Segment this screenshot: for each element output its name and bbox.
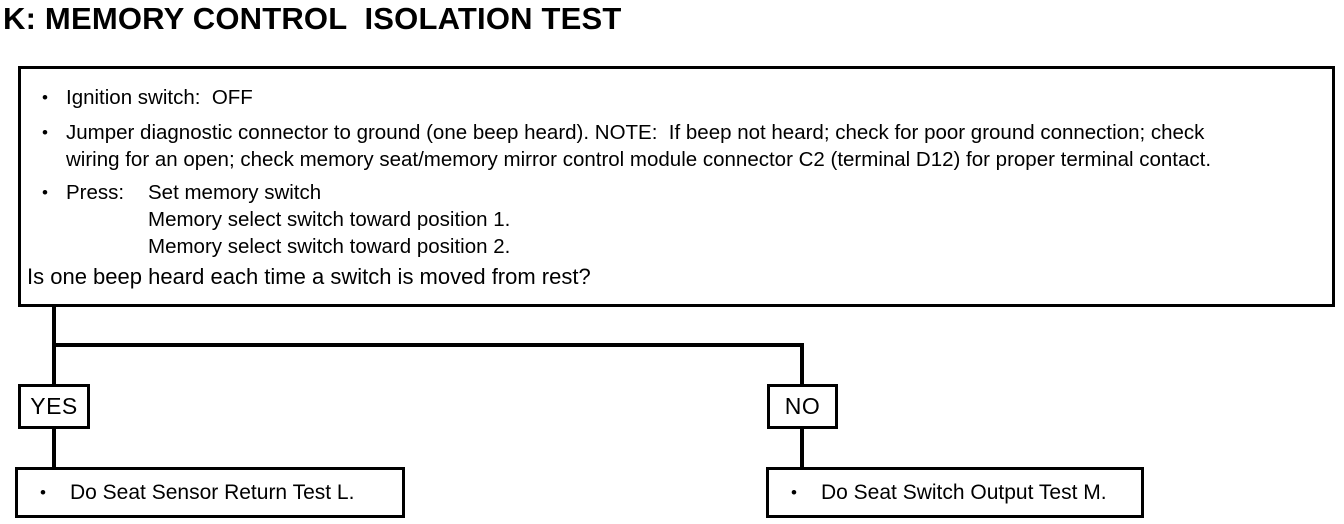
press-switch-list: Set memory switch Memory select switch t… xyxy=(148,179,510,260)
procedure-step-ignition: • Ignition switch: OFF xyxy=(42,84,253,111)
press-label: Press: xyxy=(66,181,125,204)
no-label: NO xyxy=(784,393,821,419)
bullet-icon: • xyxy=(791,483,797,502)
yes-label: YES xyxy=(30,393,78,419)
step-text-lines: Jumper diagnostic connector to ground (o… xyxy=(66,119,1211,173)
step-text-line: Jumper diagnostic connector to ground (o… xyxy=(66,121,1205,144)
connector-no-to-action xyxy=(800,426,804,470)
yes-box: YES xyxy=(18,384,90,429)
press-switch-item: Memory select switch toward position 2. xyxy=(148,235,511,258)
no-action-box: • Do Seat Switch Output Test M. xyxy=(766,467,1144,518)
procedure-step-press: • Press: Set memory switch Memory select… xyxy=(42,179,510,260)
page-title: K: MEMORY CONTROL ISOLATION TEST xyxy=(3,1,622,36)
no-box: NO xyxy=(767,384,838,429)
connector-vertical-no xyxy=(800,343,804,387)
no-action-text: Do Seat Switch Output Test M. xyxy=(821,480,1107,504)
bullet-icon: • xyxy=(42,88,48,107)
procedure-box: • Ignition switch: OFF • Jumper diagnost… xyxy=(18,66,1335,307)
question-text: Is one beep heard each time a switch is … xyxy=(27,264,591,289)
bullet-icon: • xyxy=(40,483,46,502)
yes-action-text: Do Seat Sensor Return Test L. xyxy=(70,480,355,504)
connector-yes-to-action xyxy=(52,426,56,470)
press-switch-item: Memory select switch toward position 1. xyxy=(148,208,511,231)
yes-action-box: • Do Seat Sensor Return Test L. xyxy=(15,467,405,518)
press-switch-item: Set memory switch xyxy=(148,181,322,204)
step-text-line: wiring for an open; check memory seat/me… xyxy=(66,148,1212,171)
step-text: Ignition switch: OFF xyxy=(66,86,253,109)
bullet-icon: • xyxy=(42,183,48,202)
bullet-icon: • xyxy=(42,123,48,142)
connector-horizontal-branch xyxy=(52,343,804,347)
procedure-step-jumper: • Jumper diagnostic connector to ground … xyxy=(42,119,1211,173)
